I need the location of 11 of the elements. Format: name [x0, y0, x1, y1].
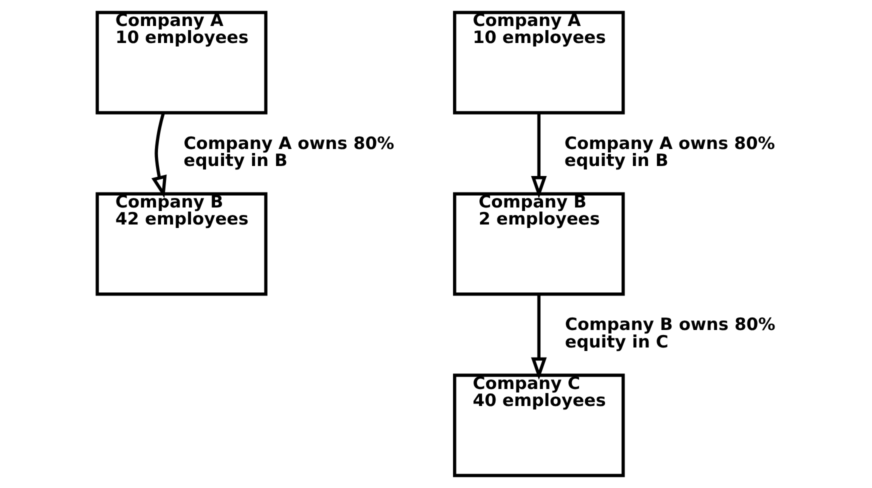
- node-box: Company B 2 employees: [452, 192, 624, 296]
- node-box: Company A 10 employees: [452, 10, 624, 114]
- node-box: Company B 42 employees: [95, 192, 267, 296]
- edge-label: Company A owns 80% equity in B: [183, 134, 394, 171]
- edge-label: Company A owns 80% equity in B: [564, 134, 774, 171]
- node-box: Company A 10 employees: [95, 10, 267, 114]
- arrow: [530, 113, 546, 198]
- node-box: Company C 40 employees: [452, 374, 624, 478]
- edge-label: Company B owns 80% equity in C: [564, 315, 775, 352]
- arrow: [150, 112, 166, 198]
- arrow: [530, 294, 546, 380]
